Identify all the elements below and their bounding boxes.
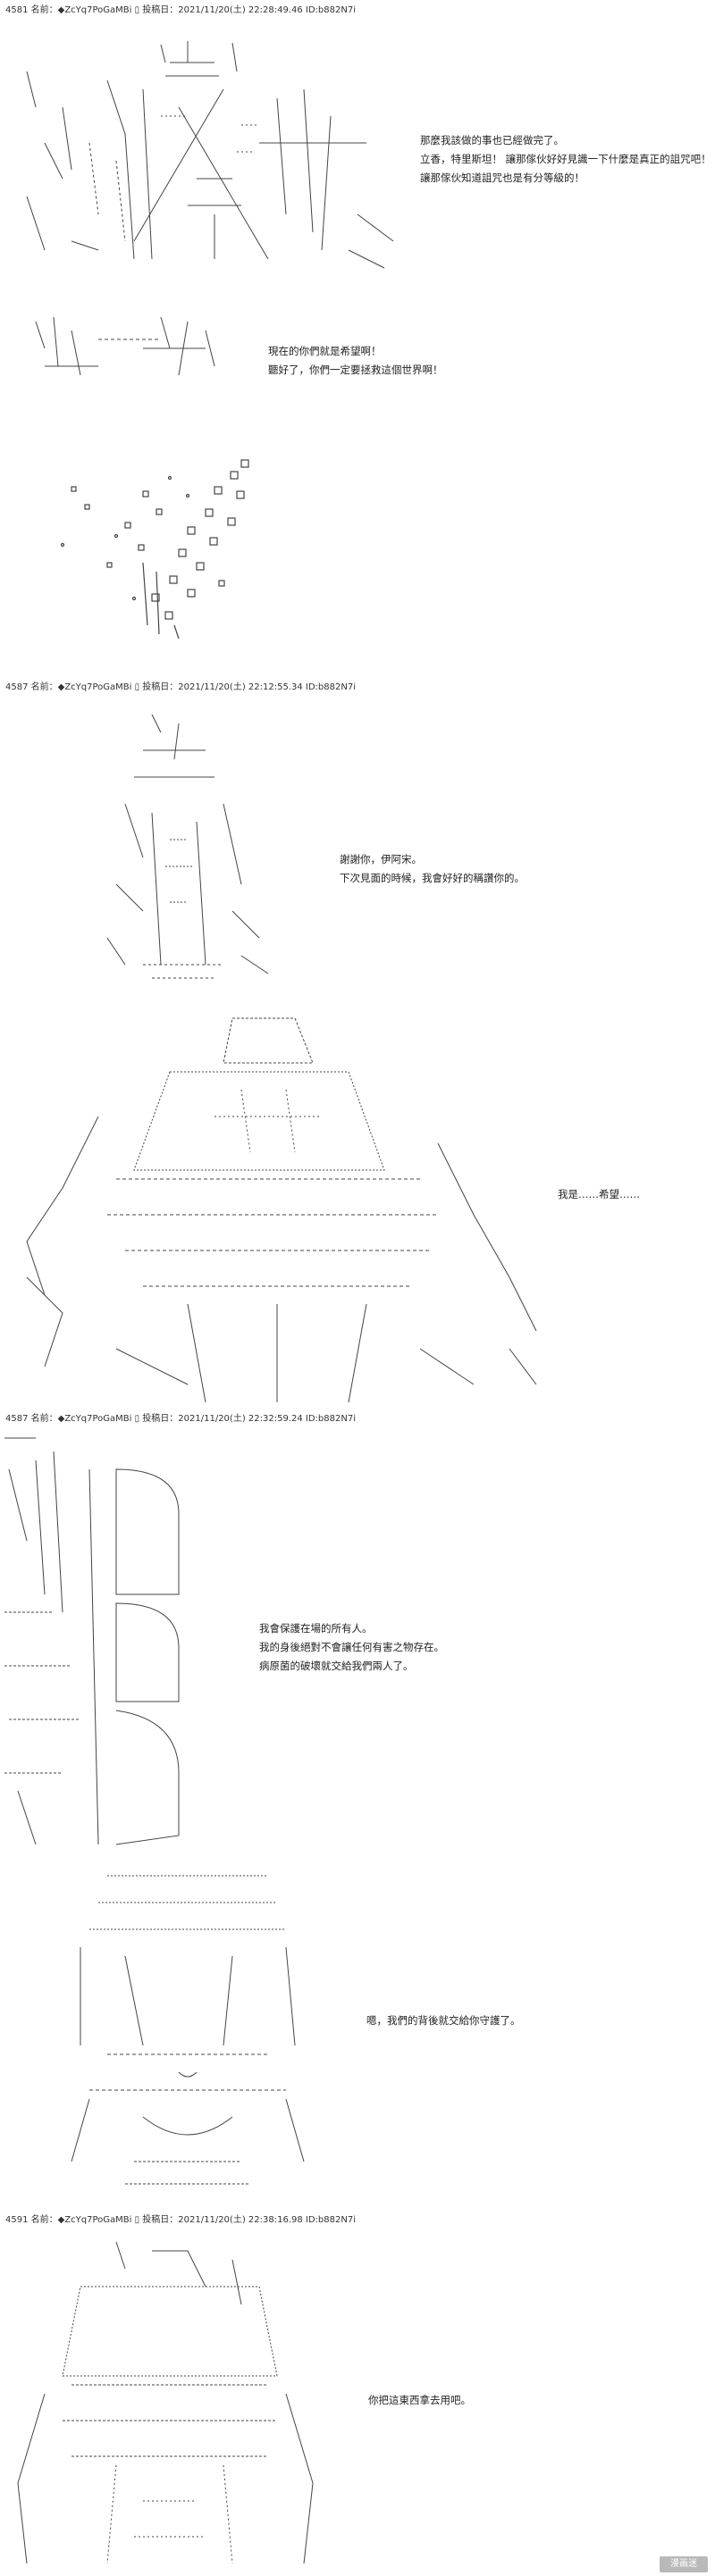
dialog-line: 下次見面的時候，我會好好的稱讚你的。 [340, 872, 525, 884]
dialog-line: 立香，特里斯坦！ 讓那傢伙好好見識一下什麼是真正的詛咒吧！ [420, 153, 711, 165]
dialog-block: 嗯，我們的背後就交給你守護了。 [366, 2011, 521, 2030]
dialog-line: 讓那傢伙知道詛咒也是有分等級的！ [420, 171, 585, 184]
post-header: 4581 名前：◆ZcYq7PoGaMBi ▯ 投稿日：2021/11/20(土… [5, 5, 356, 15]
dialog-line: 嗯，我們的背後就交給你守護了。 [366, 2014, 521, 2027]
dialog-block: 你把這東西拿去用吧。 [368, 2391, 471, 2410]
dialog-line: 你把這東西拿去用吧。 [368, 2394, 471, 2406]
dialog-line: 我是……希望…… [558, 1188, 640, 1200]
ascii-art-armored-figure [0, 1434, 188, 1853]
dialog-line: 那麼我該做的事也已經做完了。 [420, 134, 564, 146]
dialog-block: 那麼我該做的事也已經做完了。 立香，特里斯坦！ 讓那傢伙好好見識一下什麼是真正的… [420, 131, 711, 188]
ascii-art-dissolving-particles [54, 456, 286, 643]
dialog-block: 謝謝你，伊阿宋。 下次見面的時候，我會好好的稱讚你的。 [340, 850, 525, 888]
dialog-line: 我的身後絕對不會讓任何有害之物存在。 [259, 1641, 444, 1653]
post-header: 4591 名前：◆ZcYq7PoGaMBi ▯ 投稿日：2021/11/20(土… [5, 2215, 356, 2225]
dialog-line: 我會保護在場的所有人。 [259, 1622, 373, 1635]
post-header: 4587 名前：◆ZcYq7PoGaMBi ▯ 投稿日：2021/11/20(土… [5, 682, 356, 692]
ascii-art-hooded-figure [9, 2233, 331, 2572]
ascii-art-dense-figure [9, 1009, 545, 1411]
ascii-art-group-figure [54, 1867, 313, 2206]
dialog-line: 謝謝你，伊阿宋。 [340, 853, 422, 866]
ascii-art-figure-pair [27, 313, 232, 384]
dialog-line: 病原菌的破壞就交給我們兩人了。 [259, 1660, 414, 1672]
dialog-block: 我會保護在場的所有人。 我的身後絕對不會讓任何有害之物存在。 病原菌的破壞就交給… [259, 1619, 444, 1676]
dialog-block: 我是……希望…… [558, 1185, 640, 1204]
dialog-line: 現在的你們就是希望啊！ [268, 345, 382, 357]
post-header: 4587 名前：◆ZcYq7PoGaMBi ▯ 投稿日：2021/11/20(土… [5, 1414, 356, 1424]
ascii-art-standing-figure [89, 706, 277, 991]
dialog-block: 現在的你們就是希望啊！ 聽好了，你們一定要拯救這個世界啊！ [268, 342, 443, 380]
dialog-line: 聽好了，你們一定要拯救這個世界啊！ [268, 364, 443, 376]
watermark-badge: 漫画迷 [660, 2556, 708, 2572]
ascii-art-figure-group [9, 36, 402, 277]
